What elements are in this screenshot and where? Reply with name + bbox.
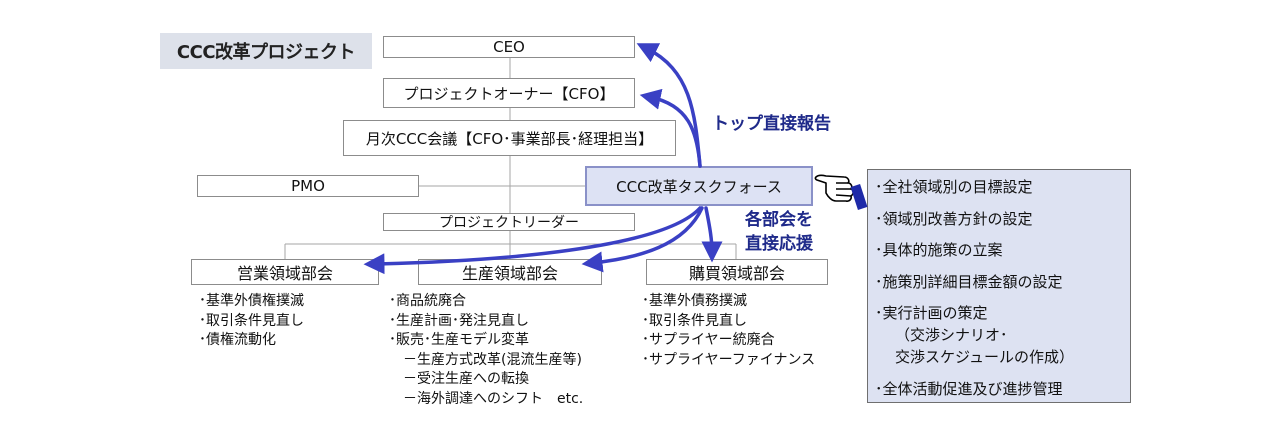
list-item: ･施策別詳細目標金額の設定 — [875, 272, 1063, 291]
list-item: ･生産計画･発注見直し — [389, 312, 529, 329]
sales-item-list: ･基準外債権撲滅 ･取引条件見直し ･債権流動化 — [199, 292, 304, 351]
list-item: ･商品統廃合 — [389, 293, 466, 309]
list-item: ･具体的施策の立案 — [875, 241, 1003, 259]
taskforce-roles-panel: ･全社領域別の目標設定 ･領域別改善方針の設定 ･具体的施策の立案 ･施策別詳細… — [867, 169, 1131, 403]
list-item: ･全社領域別の目標設定 — [875, 178, 1033, 196]
list-item: ･全体活動促進及び進捗管理 — [875, 379, 1063, 398]
list-item: ･基準外債務撲滅 — [642, 293, 747, 309]
department-purchasing-box: 購買領域部会 — [646, 259, 828, 285]
pointing-hand-icon — [814, 174, 868, 210]
list-item: －受注生産への転換 — [389, 371, 529, 387]
list-item: ･基準外債権撲滅 — [199, 293, 304, 309]
arrow-to-purchasing — [701, 206, 723, 263]
monthly-meeting-box: 月次CCC会議【CFO･事業部長･経理担当】 — [343, 120, 676, 156]
arrow-to-production — [581, 206, 704, 273]
list-item: ･サプライヤーファイナンス — [642, 351, 816, 368]
department-sales-box: 営業領域部会 — [191, 259, 379, 285]
list-item: ･領域別改善方針の設定 — [875, 209, 1033, 228]
pmo-box: PMO — [197, 175, 419, 197]
list-item: －生産方式改革(混流生産等) — [389, 351, 582, 368]
list-item: ･取引条件見直し — [642, 312, 747, 329]
department-production-box: 生産領域部会 — [418, 259, 602, 285]
list-item: ･取引条件見直し — [199, 312, 304, 329]
support-label-line1: 各部会を — [745, 210, 813, 230]
arrow-to-owner — [639, 88, 702, 168]
list-item: －海外調達へのシフト etc. — [389, 390, 584, 407]
arrow-to-sales — [363, 206, 702, 275]
ceo-box: CEO — [383, 36, 635, 58]
page-title: CCC改革プロジェクト — [160, 33, 372, 69]
top-report-label: トップ直接報告 — [712, 114, 831, 134]
list-item: ･債権流動化 — [199, 332, 276, 348]
list-item: ･実行計画の策定 （交渉シナリオ･ 交渉スケジュールの作成） — [875, 304, 1074, 366]
production-item-list: ･商品統廃合 ･生産計画･発注見直し ･販売･生産モデル変革 －生産方式改革(混… — [389, 292, 583, 409]
project-owner-box: プロジェクトオーナー【CFO】 — [383, 78, 635, 108]
list-item: ･サプライヤー統廃合 — [642, 332, 775, 348]
purchasing-item-list: ･基準外債務撲滅 ･取引条件見直し ･サプライヤー統廃合 ･サプライヤーファイナ… — [642, 292, 815, 370]
project-leader-box: プロジェクトリーダー — [383, 213, 635, 231]
support-label-line2: 直接応援 — [745, 234, 813, 254]
list-item: ･販売･生産モデル変革 — [389, 332, 529, 348]
